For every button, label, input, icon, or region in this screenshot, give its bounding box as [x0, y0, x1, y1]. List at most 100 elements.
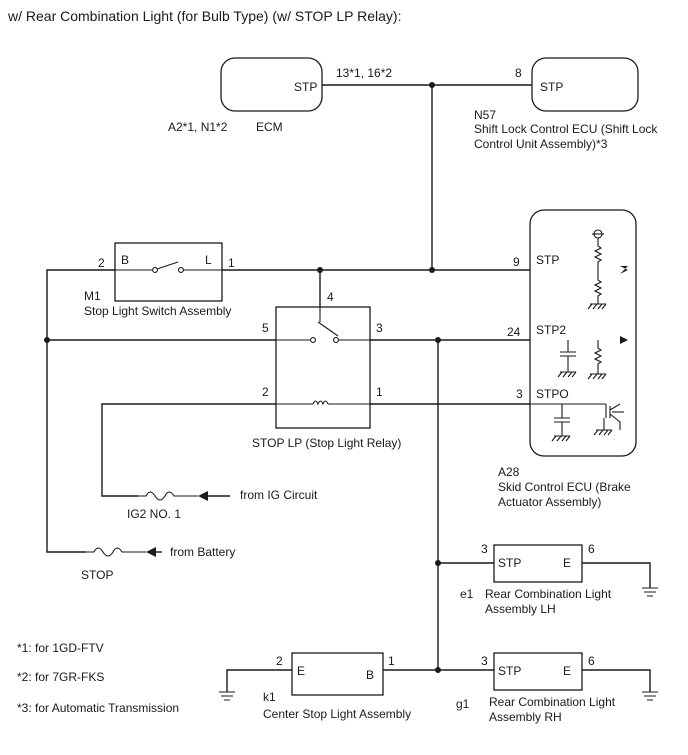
capacitor-icon — [557, 340, 577, 378]
rh-terminal-stp: STP — [498, 664, 521, 678]
junction-dot — [44, 337, 50, 343]
fuse-stop-label: STOP — [81, 568, 113, 582]
ecm-pin: 13*1, 16*2 — [336, 66, 392, 80]
capacitor-icon — [551, 404, 571, 442]
skid-name-2: Actuator Assembly) — [498, 495, 601, 509]
rh-terminal-e: E — [563, 664, 571, 678]
fuse-ig2-block: from IG Circuit IG2 NO. 1 — [127, 488, 318, 521]
skid-name-1: Skid Control ECU (Brake — [498, 480, 631, 494]
ground-icon — [219, 691, 235, 701]
skid-pin-9: 9 — [513, 255, 520, 269]
signal-arrow-icon — [620, 336, 628, 344]
lh-pin-6: 6 — [588, 542, 595, 556]
relay-name: STOP LP (Stop Light Relay) — [252, 436, 401, 450]
fuse-icon — [138, 491, 198, 501]
relay-pin-1: 1 — [376, 385, 383, 399]
junction-dot — [429, 82, 435, 88]
transistor-icon — [530, 403, 624, 436]
wire-relay-pin2 — [101, 403, 276, 497]
ig-circuit-label: from IG Circuit — [240, 488, 318, 502]
skid-terminal-stp: STP — [536, 253, 559, 267]
fuse-icon — [86, 547, 146, 557]
ecm-box — [220, 57, 323, 112]
switch-pin-right: 1 — [228, 256, 235, 270]
signal-arrow-icon — [620, 266, 628, 274]
rh-name-1: Rear Combination Light — [489, 695, 616, 709]
fuse-stop-block: from Battery STOP — [81, 545, 235, 582]
rh-code: g1 — [456, 697, 470, 711]
lh-pin-3: 3 — [481, 542, 488, 556]
center-terminal-e: E — [297, 664, 305, 678]
wire-battery-feed — [46, 269, 115, 553]
diagram-title: w/ Rear Combination Light (for Bulb Type… — [7, 8, 401, 24]
junction-dot — [435, 337, 441, 343]
shift-lock-code: N57 — [474, 108, 496, 122]
lh-code: e1 — [460, 587, 474, 601]
switch-pin-left: 2 — [98, 256, 105, 270]
stop-light-switch-box — [114, 242, 223, 302]
wire-rh-ground — [582, 669, 651, 692]
lh-terminal-e: E — [563, 556, 571, 570]
skid-terminal-stp2: STP2 — [536, 323, 566, 337]
center-pin-2: 2 — [276, 654, 283, 668]
relay-pin-2: 2 — [262, 385, 269, 399]
lh-terminal-stp: STP — [498, 556, 521, 570]
shift-lock-pin: 8 — [515, 66, 522, 80]
resistor-icon — [587, 340, 607, 380]
shift-lock-terminal: STP — [540, 80, 563, 94]
stop-relay-block: 4 5 3 2 1 STOP LP (Stop Light Relay) — [252, 290, 401, 450]
stop-light-switch-block: B L 2 1 M1 Stop Light Switch Assembly — [84, 242, 235, 318]
ecm-code: A2*1, N1*2 — [168, 120, 228, 134]
shift-lock-ecu-block: STP 8 N57 Shift Lock Control ECU (Shift … — [474, 57, 658, 151]
junction-dot — [435, 560, 441, 566]
rh-pin-6: 6 — [588, 654, 595, 668]
switch-terminal-b: B — [121, 253, 129, 267]
rh-pin-3: 3 — [481, 654, 488, 668]
junction-dot — [429, 267, 435, 273]
junction-dot — [435, 667, 441, 673]
rh-name-2: Assembly RH — [489, 710, 562, 724]
ecm-name: ECM — [256, 120, 283, 134]
ground-icon — [642, 587, 658, 597]
ground-icon — [587, 303, 607, 310]
relay-pin-3: 3 — [376, 321, 383, 335]
rear-light-rh-box — [493, 652, 583, 691]
ecm-block: STP 13*1, 16*2 A2*1, N1*2 ECM — [168, 57, 392, 134]
junctions — [44, 82, 441, 673]
skid-ecu-block: STP 9 STP2 24 STPO 3 — [498, 209, 637, 509]
footnotes: *1: for 1GD-FTV *2: for 7GR-FKS *3: for … — [17, 641, 179, 715]
center-code: k1 — [263, 690, 276, 704]
center-terminal-b: B — [366, 668, 374, 682]
skid-pin-24: 24 — [507, 325, 521, 339]
source-arrow-icon — [146, 547, 156, 557]
switch-code: M1 — [84, 289, 101, 303]
rear-light-lh-box — [493, 544, 583, 583]
skid-code: A28 — [498, 465, 520, 479]
skid-terminal-stpo: STPO — [536, 387, 569, 401]
lh-name-1: Rear Combination Light — [485, 587, 612, 601]
battery-label: from Battery — [170, 545, 235, 559]
footnote-1: *1: for 1GD-FTV — [17, 641, 104, 655]
junction-dot — [317, 267, 323, 273]
fuse-ig2-label: IG2 NO. 1 — [127, 507, 181, 521]
rear-light-lh-block: STP E 3 6 e1 Rear Combination Light Asse… — [460, 542, 658, 616]
wire-center-ground — [226, 669, 292, 692]
shift-lock-ecu-box — [531, 57, 639, 112]
ecm-terminal: STP — [294, 80, 317, 94]
relay-coil-icon — [276, 400, 370, 406]
center-name: Center Stop Light Assembly — [263, 707, 411, 721]
switch-terminal-l: L — [205, 253, 212, 267]
center-stop-light-block: E B 2 1 k1 Center Stop Light Assembly — [219, 652, 411, 721]
shift-lock-name-1: Shift Lock Control ECU (Shift Lock — [474, 122, 658, 136]
relay-pin-4: 4 — [327, 290, 334, 304]
source-arrow-icon — [198, 491, 208, 501]
footnote-2: *2: for 7GR-FKS — [17, 670, 104, 684]
skid-ecu-box — [529, 209, 637, 457]
switch-contact-icon — [115, 261, 222, 273]
rear-light-rh-block: STP E 3 6 g1 Rear Combination Light Asse… — [456, 652, 658, 724]
wires — [46, 84, 651, 692]
center-stop-light-box — [291, 652, 384, 696]
wire-lh-ground — [582, 562, 651, 588]
skid-pin-3: 3 — [516, 387, 523, 401]
